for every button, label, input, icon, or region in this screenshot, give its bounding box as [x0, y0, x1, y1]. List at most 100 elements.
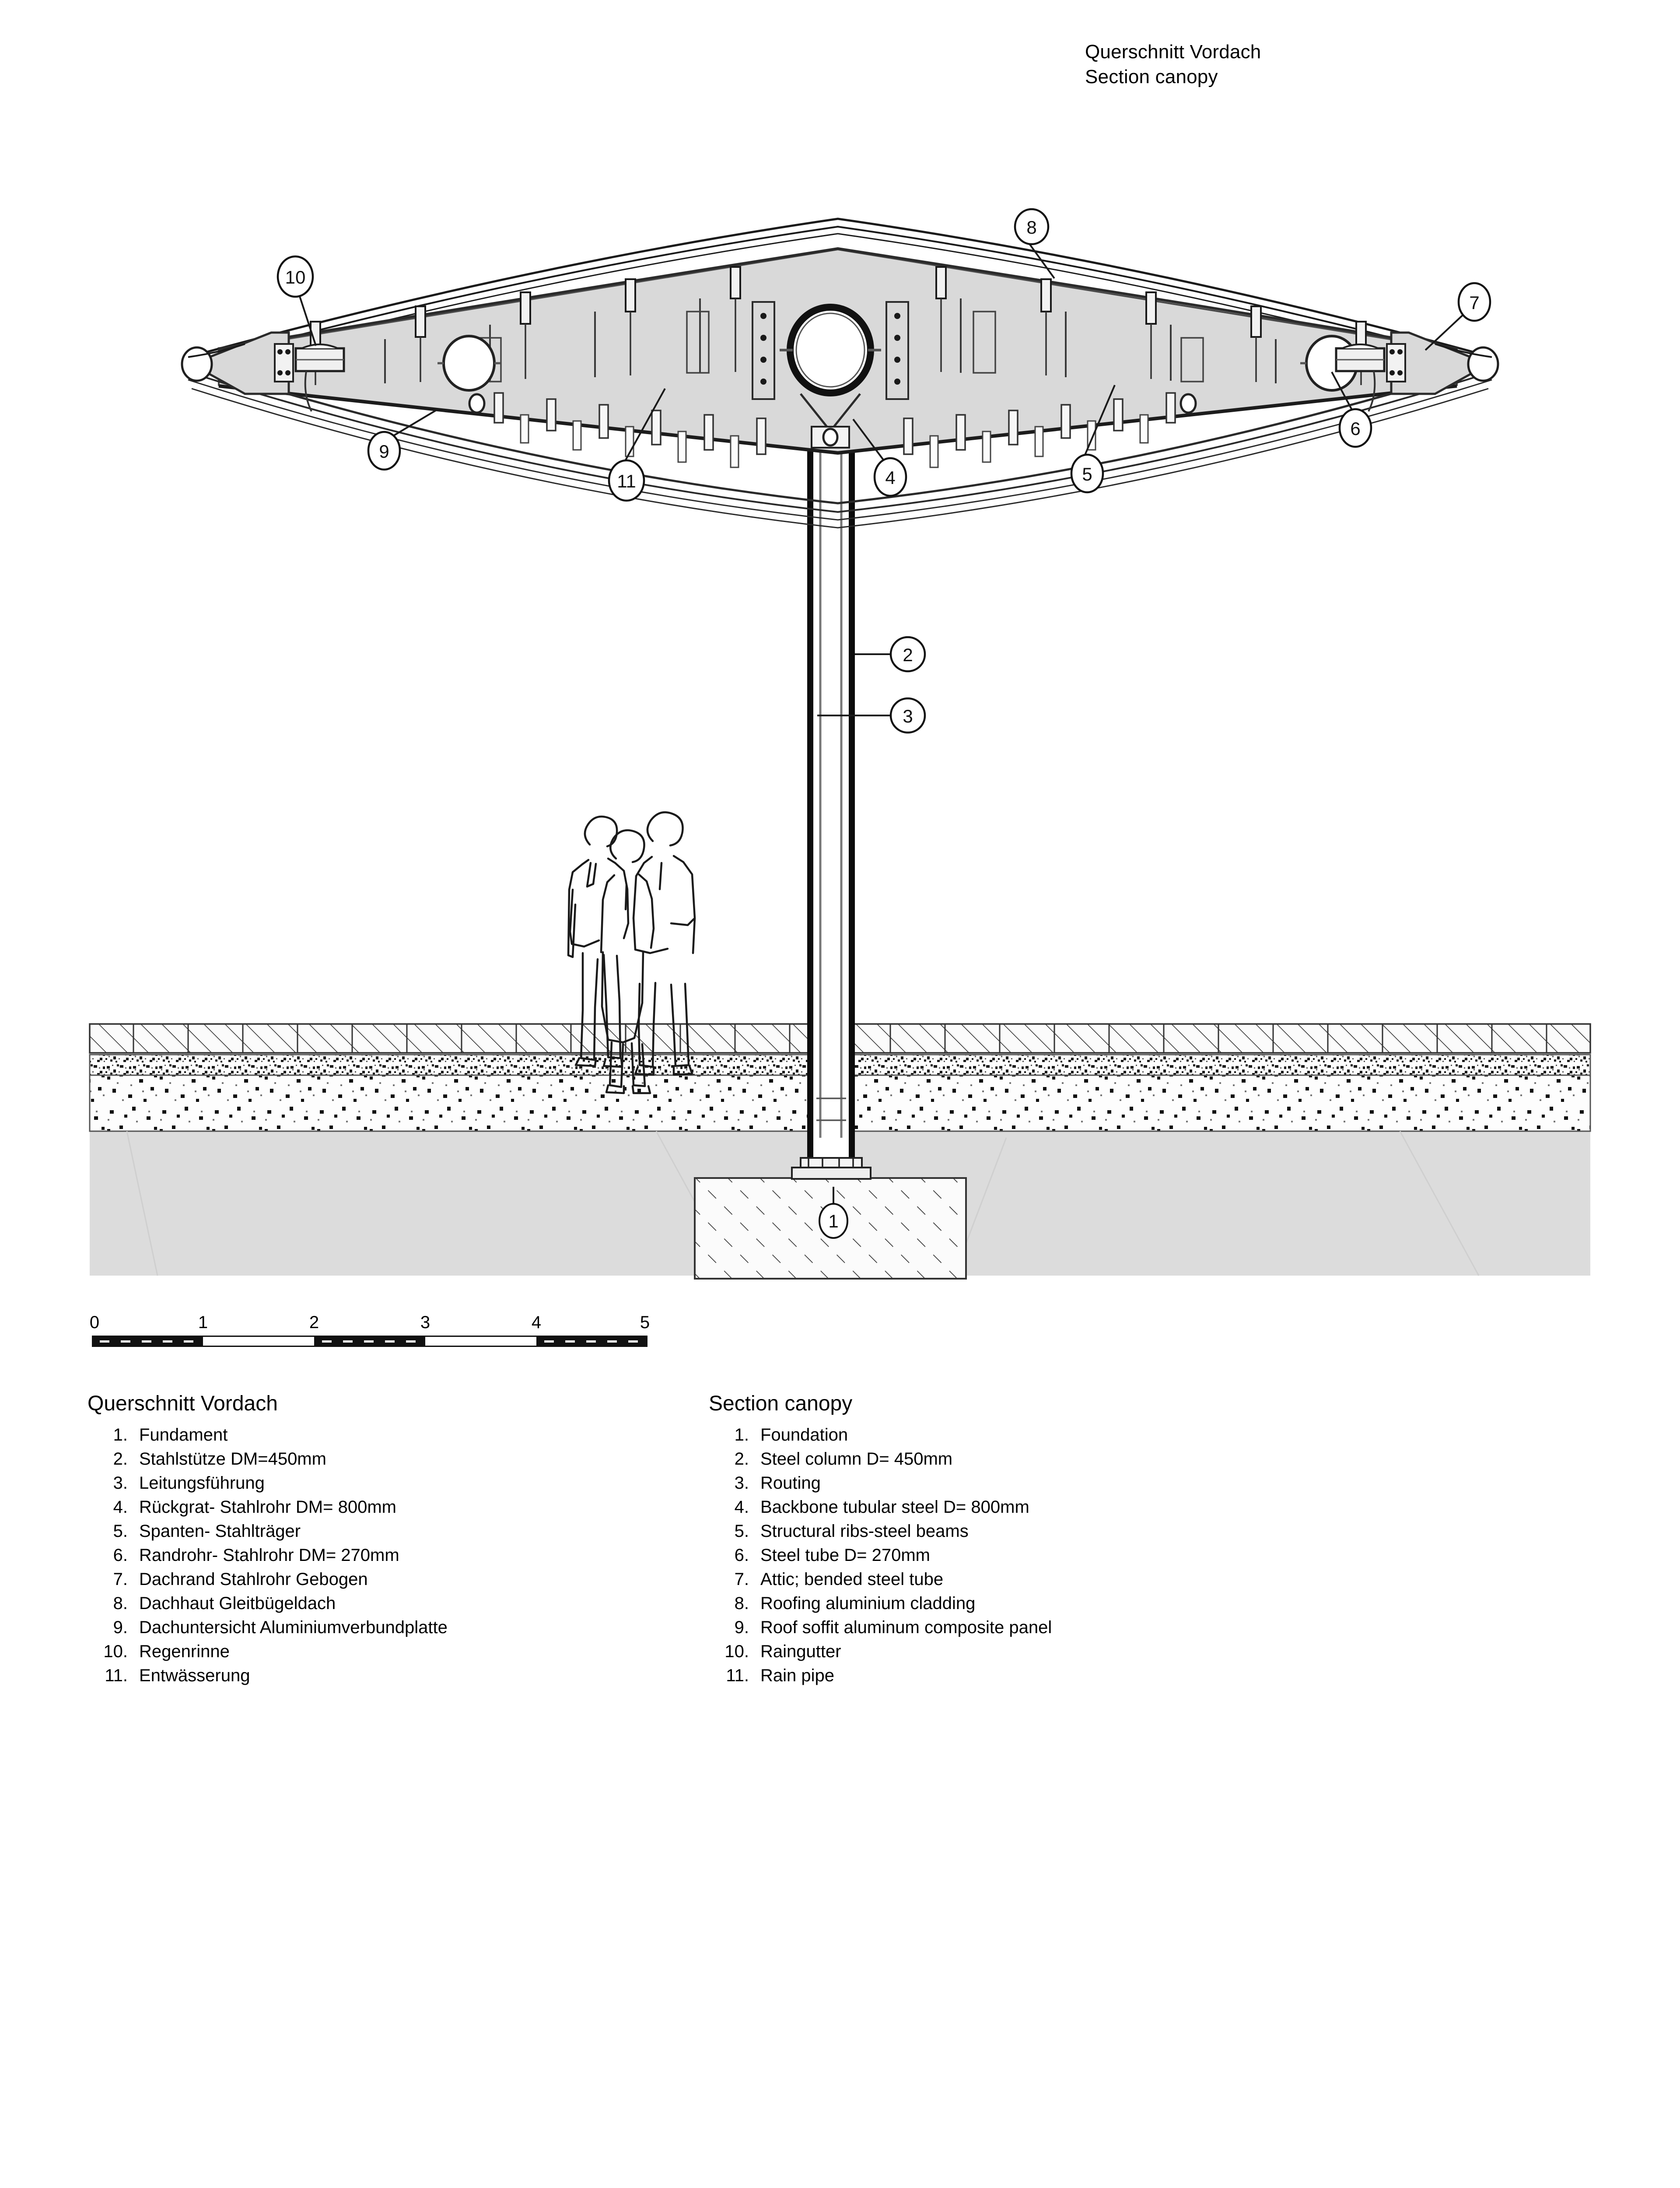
legend-english-list: 1.Foundation 2.Steel column D= 450mm 3.R…	[709, 1424, 1052, 1687]
column-routing	[819, 446, 843, 1138]
legend-item-number: 4.	[734, 1497, 749, 1517]
scale-tick-1: 1	[198, 1313, 208, 1332]
legend-item-number: 1.	[734, 1425, 749, 1445]
callout-5[interactable]: 5	[1070, 453, 1104, 494]
callout-3-label: 3	[903, 706, 913, 726]
callout-4[interactable]: 4	[873, 457, 907, 497]
backbone-bolts	[760, 313, 900, 385]
callout-8[interactable]: 8	[1014, 208, 1050, 245]
callout-7[interactable]: 7	[1457, 282, 1491, 322]
callout-6[interactable]: 6	[1338, 408, 1372, 448]
legend-item: 9. Dachuntersicht Aluminiumverbundplatte	[88, 1616, 448, 1639]
legend-german-list: 1. Fundament 2.Stahlstütze DM=450mm 3.Lei…	[88, 1424, 448, 1687]
legend-item-number: 1.	[113, 1425, 128, 1445]
leader-6	[1331, 372, 1354, 412]
legend-item-text: Rain pipe	[760, 1666, 835, 1685]
legend-item-text: Stahlstütze DM=450mm	[139, 1449, 326, 1469]
section-drawing: 1 2 3 4 5 6 7 8	[89, 208, 1591, 1280]
legend-item-text: Fundament	[139, 1425, 228, 1445]
legend-item-text: Steel tube D= 270mm	[760, 1546, 930, 1565]
legend-item-text: Dachhaut Gleitbügeldach	[139, 1594, 336, 1613]
column-base-plate	[791, 1157, 872, 1180]
legend-item-text: Roofing aluminium cladding	[760, 1594, 976, 1613]
callout-bubbles: 1 2 3 4 5 6 7 8	[276, 208, 1491, 1239]
callout-2[interactable]: 2	[889, 636, 926, 673]
legend-item-number: 8.	[734, 1594, 749, 1613]
legend-english-heading: Section canopy	[709, 1392, 853, 1415]
legend-german: Querschnitt Vordach 1. Fundament 2.Stahls…	[88, 1392, 448, 1688]
scale-tick-0: 0	[89, 1313, 100, 1332]
legend-item-number: 10.	[103, 1642, 128, 1661]
legend-item-number: 10.	[724, 1642, 749, 1661]
legend-item: 4.Backbone tubular steel D= 800mm	[709, 1496, 1052, 1518]
legend-item-text: Attic; bended steel tube	[760, 1570, 944, 1589]
beam-bottom-chord	[218, 384, 1457, 455]
legend-item-text: Randrohr- Stahlrohr DM= 270mm	[139, 1546, 399, 1565]
canopy-assembly	[181, 217, 1499, 529]
backbone-tube	[752, 301, 909, 449]
scale-bar: 0 1 2 3 4 5	[89, 1313, 669, 1357]
callout-4-label: 4	[885, 467, 895, 488]
callout-7-label: 7	[1469, 292, 1479, 313]
legend-item-number: 3.	[734, 1473, 749, 1493]
legend-item: 1. Fundament	[88, 1424, 448, 1446]
callout-1[interactable]: 1	[819, 1203, 848, 1239]
raingutter-left	[294, 344, 345, 372]
legend-item-text: Raingutter	[760, 1642, 841, 1661]
legend-item-text: Rückgrat- Stahlrohr DM= 800mm	[139, 1497, 396, 1517]
legend-item-number: 7.	[734, 1570, 749, 1589]
leader-9	[389, 410, 437, 438]
legend-item: 3.Leitungsführung	[88, 1472, 448, 1494]
legend-item-text: Leitungsführung	[139, 1473, 265, 1493]
scale-tick-4: 4	[531, 1313, 542, 1332]
legend-item-number: 9.	[113, 1618, 128, 1637]
raingutter-right	[1335, 344, 1386, 372]
legend-item: 5.Structural ribs-steel beams	[709, 1520, 1052, 1543]
legend-german-heading: Querschnitt Vordach	[88, 1392, 278, 1415]
legend-item: 6. Randrohr- Stahlrohr DM= 270mm	[88, 1544, 448, 1567]
canopy-tip-left	[181, 331, 345, 412]
canopy-tip-right	[1335, 331, 1499, 412]
callout-11[interactable]: 11	[608, 459, 645, 502]
leader-7	[1424, 311, 1467, 351]
legend-item: 8. Dachhaut Gleitbügeldach	[88, 1592, 448, 1615]
callout-10[interactable]: 10	[276, 255, 314, 298]
scale-tick-5: 5	[640, 1313, 650, 1332]
figure-left	[567, 815, 630, 1068]
leader-11	[622, 388, 666, 465]
leader-5	[1083, 385, 1116, 457]
callout-9[interactable]: 9	[367, 431, 401, 471]
roof-cladding-skin	[188, 217, 1492, 372]
callout-3[interactable]: 3	[889, 697, 926, 734]
legend-item: 9.Roof soffit aluminum composite panel	[709, 1616, 1052, 1639]
callout-5-label: 5	[1082, 464, 1092, 484]
roof-support-posts	[310, 266, 1367, 351]
legend-item-text: Dachrand Stahlrohr Gebogen	[139, 1570, 368, 1589]
legend-item-text: Dachuntersicht Aluminiumverbundplatte	[139, 1618, 448, 1637]
paving-joints	[133, 1024, 1547, 1053]
legend-item: 11.Rain pipe	[709, 1664, 1052, 1687]
leader-8	[1028, 242, 1055, 279]
title-line-en: Section canopy	[1085, 66, 1218, 88]
legend-item-number: 11.	[105, 1666, 128, 1685]
legend-item-text: Spanten- Stahlträger	[139, 1522, 301, 1541]
legend-item: 10. Regenrinne	[88, 1640, 448, 1663]
legend-item-number: 6.	[734, 1546, 749, 1565]
legend-english: Section canopy 1.Foundation 2.Steel colu…	[709, 1392, 1052, 1688]
legend-item: 4.Rückgrat- Stahlrohr DM= 800mm	[88, 1496, 448, 1518]
callout-1-label: 1	[828, 1211, 838, 1231]
legend-item: 7. Attic; bended steel tube	[709, 1568, 1052, 1591]
drainage-nodes	[468, 393, 1197, 414]
legend-item: 2.Steel column D= 450mm	[709, 1448, 1052, 1470]
legend-item-text: Structural ribs-steel beams	[760, 1522, 969, 1541]
callout-6-label: 6	[1350, 418, 1360, 439]
legend-item: 2.Stahlstütze DM=450mm	[88, 1448, 448, 1470]
steel-column	[791, 442, 872, 1180]
scale-bar-graphic	[92, 1336, 648, 1347]
soffit-hangers-lower	[520, 414, 1149, 468]
legend-item-number: 8.	[113, 1594, 128, 1613]
figure-center	[600, 829, 655, 1094]
legend-item-number: 6.	[113, 1546, 128, 1565]
legend-item-text: Regenrinne	[139, 1642, 230, 1661]
scale-tick-3: 3	[420, 1313, 430, 1332]
